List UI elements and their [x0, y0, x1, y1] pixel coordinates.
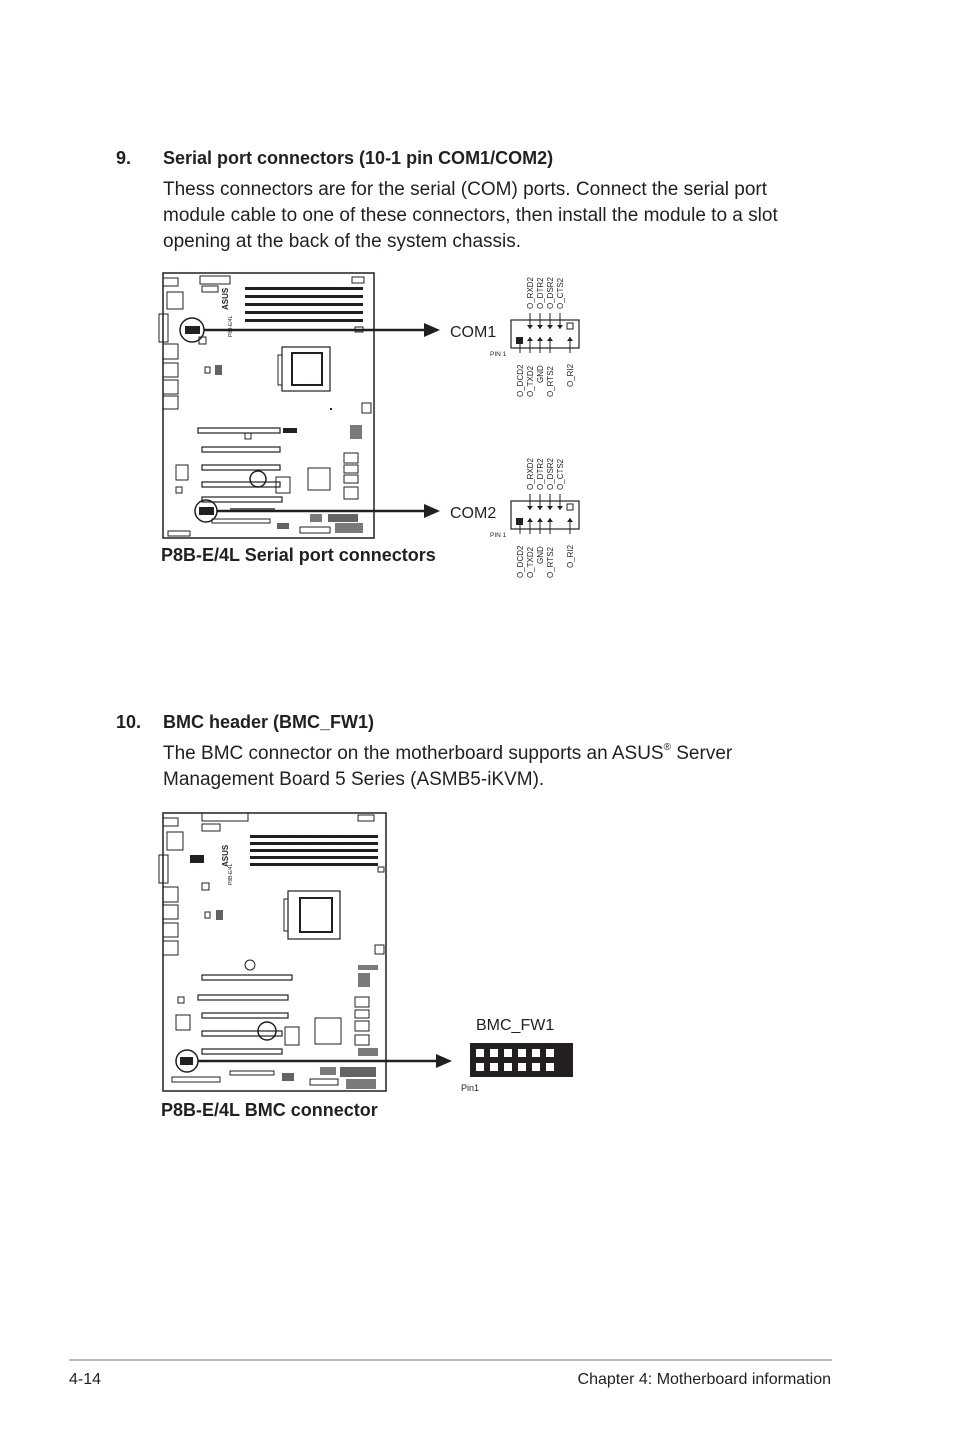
serial-port-diagram: ASUS P8B-E/4L COM1 COM2 PIN 1 O_RXD2 O_D… — [158, 272, 580, 578]
com2-label: COM2 — [450, 505, 496, 522]
com2-pin-bottom-1: O_DCD2 — [516, 545, 525, 578]
com2-pin-bottom-4: O_RTS2 — [546, 546, 555, 578]
com2-pin-top-4: O_CTS2 — [556, 458, 565, 490]
com2-pin-top-1: O_RXD2 — [526, 457, 535, 490]
bmc-fw1-pinout: Pin1 — [461, 1043, 573, 1093]
com2-pin1-label: PIN 1 — [490, 532, 507, 539]
board-model-silk: P8B-E/4L — [228, 863, 234, 885]
motherboard-outline — [162, 272, 375, 539]
com1-label: COM1 — [450, 324, 496, 341]
bmc-pin1-label: Pin1 — [461, 1083, 479, 1093]
com2-pin-bottom-2: O_TXD2 — [526, 546, 535, 578]
footer-chapter: Chapter 4: Motherboard information — [577, 1371, 831, 1388]
board-model-silk: P8B-E/4L — [228, 315, 234, 337]
com1-pin-top-4: O_CTS2 — [556, 277, 565, 309]
section-9-number: 9. — [116, 148, 132, 168]
bmc-diagram-caption: P8B-E/4L BMC connector — [161, 1100, 378, 1120]
section-10-number: 10. — [116, 712, 142, 732]
com2-pin-top-3: O_DSR2 — [546, 457, 555, 490]
com1-pin-top-1: O_RXD2 — [526, 276, 535, 309]
section-9-title: Serial port connectors (10-1 pin COM1/CO… — [163, 148, 554, 168]
board-brand-logo: ASUS — [221, 287, 230, 310]
bmc-fw1-label: BMC_FW1 — [476, 1017, 554, 1034]
section-9-body: Thess connectors are for the serial (COM… — [163, 179, 778, 252]
serial-diagram-caption: P8B-E/4L Serial port connectors — [161, 545, 436, 565]
section-10-title: BMC header (BMC_FW1) — [163, 712, 375, 732]
footer-page-number: 4-14 — [69, 1371, 102, 1388]
com1-pin1-label: PIN 1 — [490, 351, 507, 358]
com1-pin-bottom-1: O_DCD2 — [516, 364, 525, 397]
com2-pin-bottom-3: GND — [536, 546, 545, 564]
board-brand-logo: ASUS — [221, 844, 230, 867]
com1-pin-bottom-5: O_RI2 — [566, 363, 575, 387]
section-10-body: The BMC connector on the motherboard sup… — [163, 742, 733, 791]
com2-pinout: PIN 1 O_RXD2 O_DTR2 O_DSR2 O_CTS2 O_DCD2… — [490, 457, 580, 578]
com1-pin-bottom-4: O_RTS2 — [546, 365, 555, 397]
bmc-diagram: ASUS P8B-E/4L BMC_FW1 Pin1 — [158, 812, 573, 1093]
com1-pin-top-3: O_DSR2 — [546, 276, 555, 309]
com1-pin-bottom-2: O_TXD2 — [526, 365, 535, 397]
com1-pin-top-2: O_DTR2 — [536, 277, 545, 309]
com2-pin-top-2: O_DTR2 — [536, 458, 545, 490]
com1-pin-bottom-3: GND — [536, 365, 545, 383]
com1-pinout: PIN 1 O_RXD2 O_DTR2 O_DSR2 O_CTS2 O_DCD2… — [490, 276, 580, 397]
footer-rule — [69, 1359, 832, 1361]
com2-pin-bottom-5: O_RI2 — [566, 544, 575, 568]
